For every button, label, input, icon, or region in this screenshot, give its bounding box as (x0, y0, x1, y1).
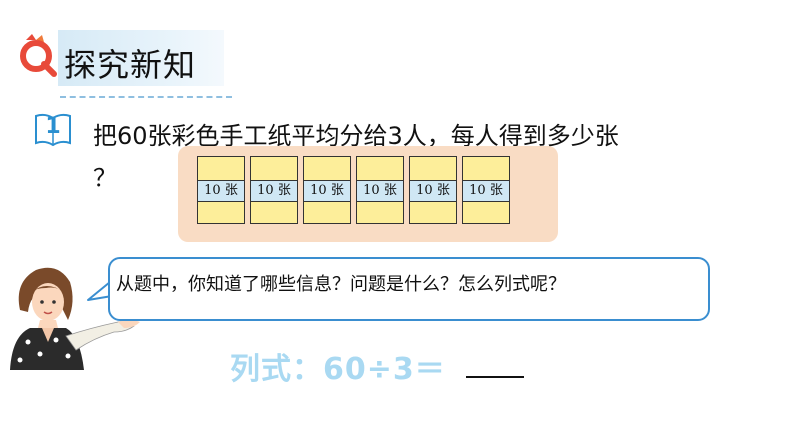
section-title: 探究新知 (64, 46, 197, 84)
problem-text: 把60张彩色手工纸平均分给3人，每人得到多少张 (93, 122, 619, 150)
magnifier-icon (20, 34, 57, 77)
paper-stack-label: 10 张 (197, 180, 245, 202)
formula-text: 列式：60÷3＝ (230, 352, 446, 387)
paper-stack-label: 10 张 (356, 180, 404, 202)
problem-number-badge: 1 (33, 112, 73, 148)
section-divider (60, 96, 232, 98)
paper-stack: 10 张 (250, 156, 298, 224)
speech-bubble-text: 从题中，你知道了哪些信息？问题是什么？怎么列式呢？ (116, 274, 566, 295)
paper-stack: 10 张 (197, 156, 245, 224)
answer-blank (466, 376, 524, 378)
book-icon (35, 113, 71, 147)
speech-bubble (108, 257, 710, 321)
teacher-illustration (10, 267, 140, 370)
paper-stack-label: 10 张 (303, 180, 351, 202)
paper-stack: 10 张 (409, 156, 457, 224)
paper-stack: 10 张 (356, 156, 404, 224)
paper-stack: 10 张 (303, 156, 351, 224)
section-header-band (58, 30, 224, 86)
paper-stack-label: 10 张 (462, 180, 510, 202)
paper-stack: 10 张 (462, 156, 510, 224)
problem-text-continuation: ？ (93, 164, 117, 192)
problem-number: 1 (45, 114, 61, 139)
paper-stack-label: 10 张 (250, 180, 298, 202)
paper-stack-label: 10 张 (409, 180, 457, 202)
